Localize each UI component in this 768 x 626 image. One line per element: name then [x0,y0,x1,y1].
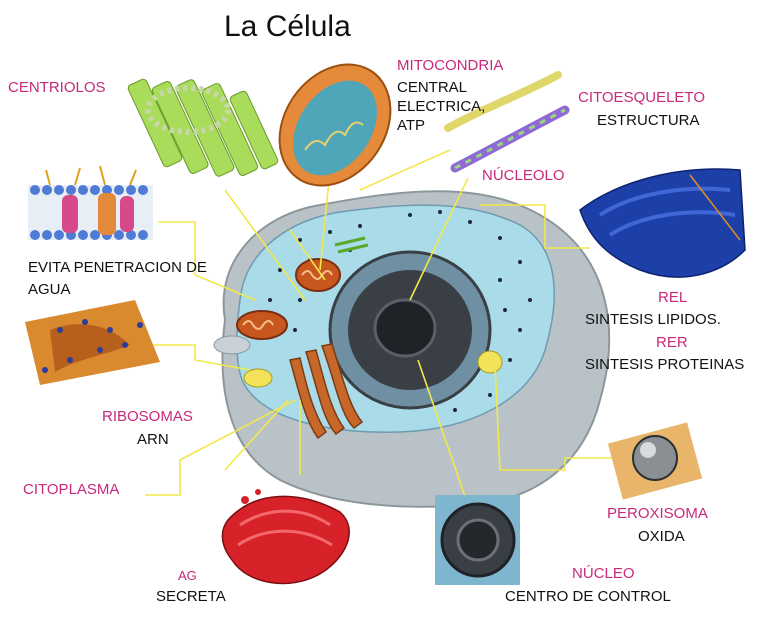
nucleolus [373,298,437,358]
er-illustration [579,168,746,278]
mitochondrion-illustration [278,63,392,187]
label-nucleo: NÚCLEO [572,565,635,582]
label-peroxisoma-desc: OXIDA [638,528,685,545]
mitochondrion-1 [295,258,341,292]
label-rel: REL [658,289,688,306]
cell-illustration [213,190,611,508]
label-centriolos: CENTRIOLOS [8,79,106,96]
label-ribosomas-desc: ARN [137,431,169,448]
label-nucleo-desc: CENTRO DE CONTROL [505,588,671,605]
label-citoesqueleto: CITOESQUELETO [578,89,705,106]
label-ag-desc: SECRETA [156,588,226,605]
cytoskeleton-illustration [444,71,570,173]
label-ag: AG [178,568,197,583]
golgi-illustration [221,489,350,585]
label-rel-desc: SINTESIS LIPIDOS. [585,311,721,328]
label-mitocondria-desc-2: ELECTRICA, [397,98,486,115]
page-title: La Célula [224,10,351,43]
label-rer: RER [656,334,688,351]
vesicle-1 [243,368,273,388]
centrioles-illustration [127,78,279,177]
vesicle-2 [477,350,503,374]
vacuole [213,335,251,355]
golgi-apparatus [289,343,364,440]
label-mitocondria-desc-1: CENTRAL [397,79,468,96]
leader-lines [145,149,615,506]
label-rer-desc: SINTESIS PROTEINAS [585,356,745,373]
nucleus-illustration [435,495,520,585]
label-membrana-desc-1: EVITA PENETRACION DE [28,259,207,276]
label-membrana-desc-2: AGUA [28,281,71,298]
label-citoesqueleto-desc: ESTRUCTURA [597,112,700,129]
label-mitocondria: MITOCONDRIA [397,57,504,74]
label-citoplasma: CITOPLASMA [23,481,120,498]
label-ribosomas: RIBOSOMAS [102,408,193,425]
centriole-cell [334,236,369,254]
label-peroxisoma: PEROXISOMA [607,505,708,522]
label-mitocondria-desc-3: ATP [397,117,426,134]
rough-er-illustration [25,300,160,385]
membrane-illustration [28,165,153,240]
peroxisome-illustration [607,422,703,500]
label-nucleolo: NÚCLEOLO [482,167,565,184]
